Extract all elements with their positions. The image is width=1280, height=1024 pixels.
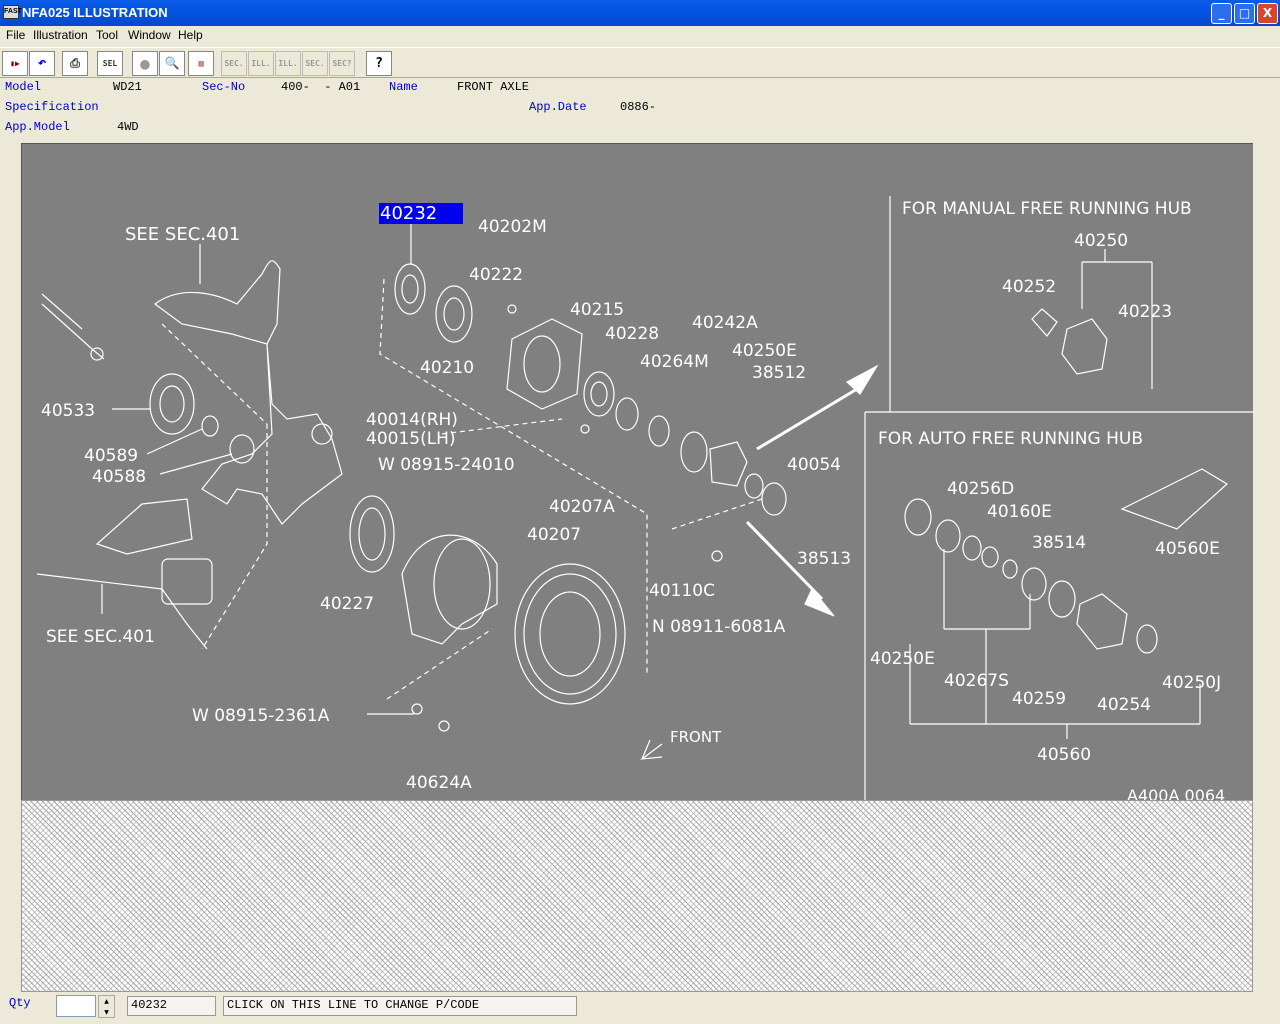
- change-pcode-line[interactable]: CLICK ON THIS LINE TO CHANGE P/CODE: [223, 996, 577, 1016]
- maximize-button[interactable]: □: [1234, 3, 1255, 24]
- sec-no-value: 400- - A01: [281, 80, 361, 94]
- app-model-label: App.Model: [5, 120, 70, 134]
- ill-prev-icon[interactable]: ILL.: [248, 51, 274, 76]
- close-button[interactable]: X: [1257, 3, 1278, 24]
- part-label-28[interactable]: 40160E: [987, 502, 1052, 522]
- ill-next-icon[interactable]: ILL.: [275, 51, 301, 76]
- part-label-12[interactable]: 40589: [84, 446, 138, 466]
- qty-input[interactable]: [56, 995, 96, 1017]
- model-value: WD21: [113, 80, 142, 94]
- menu-window[interactable]: Window: [128, 28, 171, 42]
- parts-illustration[interactable]: 40232 FOR MANUAL FREE RUNNING HUB FOR AUTO…: [21, 143, 1254, 801]
- menu-tool[interactable]: Tool: [96, 28, 119, 42]
- spin-up-icon[interactable]: ▲: [104, 998, 109, 1005]
- part-label-7[interactable]: 40250E: [732, 341, 797, 361]
- part-label-27[interactable]: 40256D: [947, 479, 1014, 499]
- window-title: NFA025 ILLUSTRATION: [22, 5, 168, 20]
- part-label-40250E-auto[interactable]: 40250E: [870, 649, 935, 669]
- exit-icon[interactable]: ▮▶: [2, 51, 28, 76]
- menu-bar: File Illustration Tool Window Help: [0, 26, 1280, 45]
- part-label-3[interactable]: 40215: [570, 300, 624, 320]
- part-labels: 40232 FOR MANUAL FREE RUNNING HUB FOR AUTO…: [41, 199, 1225, 801]
- minimize-button[interactable]: _: [1211, 3, 1232, 24]
- circle-icon[interactable]: ●: [132, 51, 158, 76]
- part-label-35[interactable]: 40560: [1037, 745, 1091, 765]
- selected-part-highlight: [379, 203, 463, 224]
- name-value: FRONT AXLE: [457, 80, 530, 94]
- sec-prev-icon[interactable]: SEC.: [221, 51, 247, 76]
- undo-icon[interactable]: ↶: [29, 51, 55, 76]
- app-date-label: App.Date: [529, 100, 587, 114]
- part-label-16[interactable]: W 08915-24010: [378, 455, 515, 475]
- part-label-31[interactable]: 40267S: [944, 671, 1009, 691]
- part-label-34[interactable]: 40250J: [1162, 673, 1221, 693]
- spin-down-icon[interactable]: ▼: [104, 1009, 109, 1016]
- specification-label: Specification: [5, 100, 99, 114]
- part-label-29[interactable]: 38514: [1032, 533, 1086, 553]
- status-bar: Qty ▲ ▼ 40232 CLICK ON THIS LINE TO CHAN…: [0, 992, 1280, 1024]
- sec-no-label: Sec-No: [202, 80, 246, 94]
- part-label-0[interactable]: 40202M: [478, 217, 547, 237]
- part-label-1[interactable]: 40222: [469, 265, 523, 285]
- menu-file[interactable]: File: [6, 28, 26, 42]
- part-label-17[interactable]: 40207A: [549, 497, 615, 517]
- part-label-15[interactable]: 40015(LH): [366, 429, 456, 449]
- illustration-code[interactable]: A400A 0064: [1127, 786, 1225, 801]
- book-icon[interactable]: ▥: [188, 51, 214, 76]
- qty-label: Qty: [9, 996, 31, 1010]
- model-label: Model: [5, 80, 42, 94]
- part-info-panel: Model WD21 Sec-No 400- - A01 Name FRONT …: [0, 78, 1280, 138]
- app-model-value: 4WD: [117, 120, 139, 134]
- part-label-13[interactable]: 40588: [92, 467, 146, 487]
- part-label-10[interactable]: 38513: [797, 549, 851, 569]
- title-bar: FAST NFA025 ILLUSTRATION _ □ X: [0, 0, 1280, 26]
- part-label-8[interactable]: 38512: [752, 363, 806, 383]
- sel-icon[interactable]: SEL: [97, 51, 123, 76]
- part-label-24[interactable]: 40250: [1074, 231, 1128, 251]
- name-label: Name: [389, 80, 418, 94]
- part-label-2[interactable]: 40210: [420, 358, 474, 378]
- qty-spinner[interactable]: ▲ ▼: [98, 995, 115, 1018]
- manual-hub-title[interactable]: FOR MANUAL FREE RUNNING HUB: [902, 199, 1192, 219]
- part-label-26[interactable]: 40223: [1118, 302, 1172, 322]
- see-sec-bottom[interactable]: SEE SEC.401: [46, 627, 155, 647]
- part-label-14[interactable]: 40014(RH): [366, 410, 458, 430]
- part-label-20[interactable]: 40110C: [649, 581, 715, 601]
- part-label-6[interactable]: 40264M: [640, 352, 709, 372]
- part-label-25[interactable]: 40252: [1002, 277, 1056, 297]
- part-label-5[interactable]: 40242A: [692, 313, 758, 333]
- app-date-value: 0886-: [620, 100, 657, 114]
- part-label-4[interactable]: 40228: [605, 324, 659, 344]
- part-label-23[interactable]: 40624A: [406, 773, 472, 793]
- app-icon: FAST: [3, 5, 22, 19]
- part-label-32[interactable]: 40259: [1012, 689, 1066, 709]
- part-label-22[interactable]: W 08915-2361A: [192, 706, 330, 726]
- sec-next-icon[interactable]: SEC.: [302, 51, 328, 76]
- part-label-18[interactable]: 40207: [527, 525, 581, 545]
- see-sec-top[interactable]: SEE SEC.401: [125, 224, 240, 245]
- part-code-field[interactable]: 40232: [127, 996, 216, 1016]
- part-label-selected[interactable]: 40232: [380, 203, 437, 224]
- part-label-33[interactable]: 40254: [1097, 695, 1151, 715]
- zoom-icon[interactable]: 🔍: [159, 51, 185, 76]
- part-label-11[interactable]: 40533: [41, 401, 95, 421]
- part-label-9[interactable]: 40054: [787, 455, 841, 475]
- print-icon[interactable]: ⎙: [62, 51, 88, 76]
- front-direction-label[interactable]: FRONT: [670, 728, 722, 746]
- part-label-21[interactable]: N 08911-6081A: [652, 617, 786, 637]
- menu-help[interactable]: Help: [178, 28, 203, 42]
- part-label-19[interactable]: 40227: [320, 594, 374, 614]
- part-label-30[interactable]: 40560E: [1155, 539, 1220, 559]
- auto-hub-title[interactable]: FOR AUTO FREE RUNNING HUB: [878, 429, 1143, 449]
- menu-illustration[interactable]: Illustration: [33, 28, 88, 42]
- empty-area: [21, 800, 1253, 992]
- help-icon[interactable]: ?: [366, 51, 392, 76]
- sec-help-icon[interactable]: SEC?: [329, 51, 355, 76]
- toolbar: ▮▶ ↶ ⎙ SEL ● 🔍 ▥ SEC. ILL. ILL. SEC. SEC…: [0, 47, 1280, 78]
